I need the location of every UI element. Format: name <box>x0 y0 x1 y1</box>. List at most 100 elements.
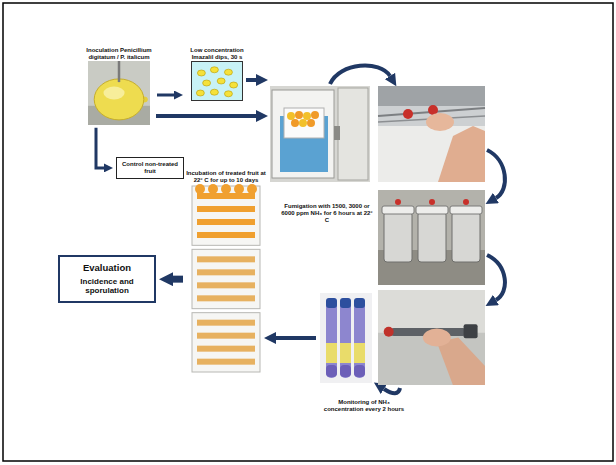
box-text: Incidence and sporulation <box>64 277 150 295</box>
loading-chamber-photo-part <box>270 86 370 182</box>
sealing-chamber-photo-part <box>426 113 454 131</box>
box-heading: Control non-treated fruit <box>121 161 179 175</box>
incubation-photo-shape <box>197 358 255 364</box>
photo-caption: Inoculation Penicillium digitatum / P. i… <box>84 47 154 61</box>
inoculation-photo-shape <box>94 79 144 120</box>
detector-tubes-photo-part <box>354 298 365 378</box>
fumigation-chambers-photo-part <box>450 206 482 214</box>
control-box: Control non-treated fruit <box>116 157 184 179</box>
fumigation-chambers-photo-part <box>378 190 485 285</box>
imazalil-dip-shape <box>196 90 204 96</box>
sealing-chamber-photo-part <box>378 86 485 106</box>
imazalil-dip: Low concentration Imazalil dips, 30 s <box>186 47 248 101</box>
incubation-photo-image <box>190 184 262 374</box>
process-arrows-part <box>384 388 400 393</box>
flow-arrow <box>173 276 183 283</box>
incubation-photo-shape <box>192 186 260 245</box>
incubation-photo-shape <box>197 282 255 288</box>
incubation-photo: Incubation of treated fruit at 22° C for… <box>186 170 266 374</box>
fumigation-chambers-photo <box>378 190 485 285</box>
fumigation-chambers-photo-part <box>382 206 414 214</box>
detector-tubes-photo <box>320 293 372 383</box>
imazalil-dip-shape <box>224 69 232 75</box>
process-arrows-part <box>156 114 256 118</box>
detector-tubes-photo-part <box>326 365 337 377</box>
loading-chamber-photo-part <box>295 111 303 119</box>
detector-tubes-photo-part <box>340 343 351 363</box>
inoculation-photo-shape <box>88 61 150 125</box>
inoculation-photo-shape <box>118 61 121 82</box>
detector-tubes-photo-part <box>340 298 351 378</box>
box-heading: Evaluation <box>64 263 150 274</box>
loading-chamber-photo-part <box>338 88 368 180</box>
process-arrows-part <box>330 66 390 84</box>
incubation-photo-shape <box>190 184 262 374</box>
monitoring-photo-shape <box>423 329 451 347</box>
incubation-photo-shape <box>197 295 255 301</box>
incubation-photo-shape <box>197 319 255 325</box>
detector-tubes-photo-part <box>326 298 337 378</box>
fumigation-chambers-photo-part <box>418 212 446 262</box>
loading-chamber-photo-part <box>307 119 315 127</box>
photo-caption: Monitoring of NH₃ concentration every 2 … <box>322 399 406 413</box>
loading-chamber-photo-part <box>284 108 324 138</box>
incubation-photo-shape <box>192 312 260 371</box>
incubation-photo-shape <box>197 232 255 238</box>
slide-frame <box>3 3 613 461</box>
flow-arrow <box>157 94 174 97</box>
detector-tubes-photo-part <box>354 343 365 363</box>
incubation-photo-shape <box>197 269 255 275</box>
fumigation-chambers-photo-part <box>384 212 412 262</box>
evaluation-box: EvaluationIncidence and sporulation <box>58 255 156 303</box>
incubation-photo-shape <box>197 219 255 225</box>
imazalil-dip-image <box>191 61 243 101</box>
loading-chamber-photo-part <box>303 112 311 120</box>
inoculation-photo-image <box>88 61 150 125</box>
sealing-chamber-photo-part <box>438 126 485 182</box>
incubation-photo-shape <box>247 184 257 194</box>
sealing-chamber-photo <box>378 86 485 182</box>
fumigation-chambers-photo-part <box>429 199 435 205</box>
incubation-photo-shape <box>221 184 231 194</box>
imazalil-dip-shape <box>210 89 218 95</box>
detector-tubes-photo-part <box>326 343 337 363</box>
imazalil-dip-shape <box>197 70 205 76</box>
loading-chamber-photo-part <box>311 111 319 119</box>
imazalil-dip-shape <box>203 80 211 86</box>
fumigation-chambers-photo-part <box>463 199 469 205</box>
imazalil-dip-shape <box>224 91 232 97</box>
incubation-photo-shape <box>197 256 255 262</box>
inoculation-photo: Inoculation Penicillium digitatum / P. i… <box>84 47 154 125</box>
loading-chamber-photo-part <box>299 119 307 127</box>
imazalil-dip-shape <box>230 82 238 88</box>
inoculation-photo-shape <box>104 86 125 99</box>
incubation-photo-shape <box>208 184 218 194</box>
imazalil-dip-shape <box>192 61 243 100</box>
detector-tubes-photo-part <box>320 293 372 383</box>
loading-chamber-photo <box>270 86 370 182</box>
incubation-photo-shape <box>197 332 255 338</box>
imazalil-dip-shape <box>210 67 218 73</box>
detector-tubes-photo-part <box>340 298 351 308</box>
monitoring-photo-shape <box>384 327 394 337</box>
loading-chamber-photo-part <box>334 126 340 140</box>
loading-chamber-photo-part <box>291 119 299 127</box>
process-arrows <box>156 66 505 394</box>
incubation-photo-shape <box>192 249 260 308</box>
incubation-photo-shape <box>197 345 255 351</box>
monitoring-photo-image <box>378 290 485 385</box>
loading-chamber-photo-part <box>287 112 295 120</box>
detector-tubes-photo-part <box>354 365 365 377</box>
fumigation-chambers-photo-part <box>452 212 480 262</box>
imazalil-dip-shape <box>217 78 225 84</box>
fumigation-chambers-photo-part <box>395 199 401 205</box>
monitoring-photo-shape <box>464 324 478 338</box>
detector-tubes-photo-part <box>340 365 351 377</box>
flow-arrow <box>96 128 104 168</box>
process-arrows-part <box>487 150 505 198</box>
sealing-chamber-photo-part <box>378 126 485 182</box>
fumigation-note: Fumigation with 1500, 3000 or 6000 ppm N… <box>280 203 374 224</box>
sealing-chamber-photo-part <box>378 86 485 182</box>
sealing-chamber-photo-part <box>403 109 413 119</box>
